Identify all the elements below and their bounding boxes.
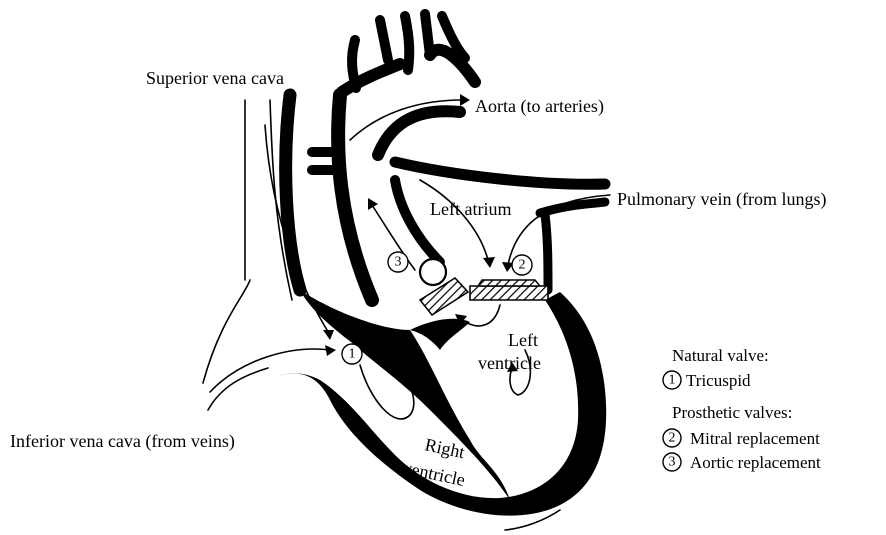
mitral-valve-bar — [470, 286, 548, 300]
legend-natural-heading: Natural valve: — [672, 346, 769, 365]
legend-item-aortic: 3 Aortic replacement — [663, 453, 821, 472]
valve-marker-1: 1 — [342, 344, 362, 364]
legend-item-tricuspid-number: 1 — [669, 373, 676, 388]
heart-outline: 1 2 3 — [203, 14, 610, 530]
label-left-atrium: Left atrium — [430, 199, 511, 219]
label-superior-vena-cava: Superior vena cava — [146, 68, 284, 88]
arrowhead-ivc — [325, 345, 336, 356]
label-aorta: Aorta (to arteries) — [475, 96, 604, 117]
legend-item-aortic-number: 3 — [669, 455, 676, 470]
aortic-branch-6 — [352, 40, 356, 88]
legend-item-tricuspid-label: Tricuspid — [686, 371, 751, 390]
valve-marker-2: 2 — [512, 255, 532, 275]
mitral-valve-top — [478, 280, 540, 286]
arrowhead-lv-aorta — [368, 198, 378, 210]
label-left-ventricle-1: Left — [508, 330, 538, 350]
inferior-vena-cava-wall-lower — [208, 368, 268, 410]
valve-marker-3-number: 3 — [395, 255, 402, 270]
arrowhead-la — [483, 257, 495, 268]
aortic-valve-ball — [420, 259, 446, 285]
legend-prosthetic-heading: Prosthetic valves: — [672, 403, 792, 422]
pulmonary-vein-lower-wall — [540, 202, 605, 213]
pulmonary-vein-upper-wall — [395, 162, 605, 184]
left-atrium-right-wall — [545, 214, 548, 290]
legend-item-mitral: 2 Mitral replacement — [663, 429, 820, 448]
aortic-branch-1 — [380, 20, 388, 60]
label-pulmonary-vein: Pulmonary vein (from lungs) — [617, 189, 826, 210]
arrow-lv-loop — [462, 305, 500, 326]
valve-marker-2-number: 2 — [519, 258, 526, 273]
legend-item-aortic-label: Aortic replacement — [690, 453, 821, 472]
label-inferior-vena-cava: Inferior vena cava (from veins) — [10, 431, 235, 452]
label-left-ventricle-2: ventricle — [478, 353, 541, 373]
arrowhead-svc — [323, 330, 334, 340]
arrow-ivc-up — [210, 349, 330, 392]
legend-item-mitral-number: 2 — [669, 431, 676, 446]
valve-marker-3: 3 — [388, 252, 408, 272]
aortic-branch-2 — [405, 16, 409, 70]
valve-marker-1-number: 1 — [349, 347, 356, 362]
arrowhead-aorta — [460, 94, 470, 106]
legend: Natural valve: 1 Tricuspid Prosthetic va… — [663, 346, 821, 472]
legend-item-tricuspid: 1 Tricuspid — [663, 371, 751, 390]
legend-item-mitral-label: Mitral replacement — [690, 429, 820, 448]
aortic-arch-lower — [378, 111, 460, 155]
